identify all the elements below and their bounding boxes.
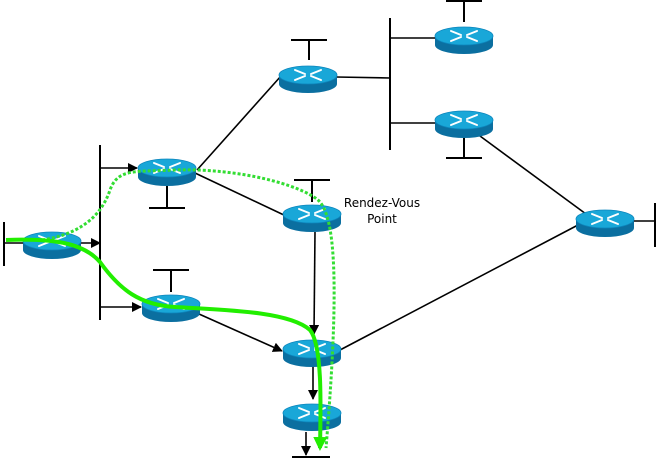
router-icon-r-far-right[interactable]: [575, 209, 635, 237]
router-icon-r-lower-center[interactable]: [282, 339, 342, 367]
rendezvous-label-line2: Point: [367, 212, 397, 226]
lan-segments: [3, 0, 656, 458]
router-icon-r-upper-right-1[interactable]: [434, 26, 494, 54]
link-far-right-lower-center: [339, 224, 579, 351]
multicast-source-path: [5, 237, 328, 451]
rendezvous-point-label: Rendez-Vous Point: [330, 195, 434, 227]
rendezvous-label-line1: Rendez-Vous: [343, 196, 421, 210]
link-topleft-topcenter: [196, 75, 282, 171]
link-upper-right-far-right: [479, 135, 587, 215]
links: [4, 37, 655, 456]
router-icon-r-top-center[interactable]: [278, 65, 338, 93]
arrow-bottomleft-to-lowercenter: [198, 313, 283, 352]
router-icon-r-upper-right-2[interactable]: [434, 110, 494, 138]
arrow-rendezvous-to-lowercenter: [309, 231, 320, 335]
link-topcenter-lan: [335, 76, 391, 79]
router-icon-r-bottom-center[interactable]: [282, 403, 342, 431]
router-icon-r-top-left[interactable]: [137, 158, 197, 186]
shared-tree-path-dotted: [41, 168, 336, 449]
link-topleft-rendezvous: [194, 172, 287, 217]
